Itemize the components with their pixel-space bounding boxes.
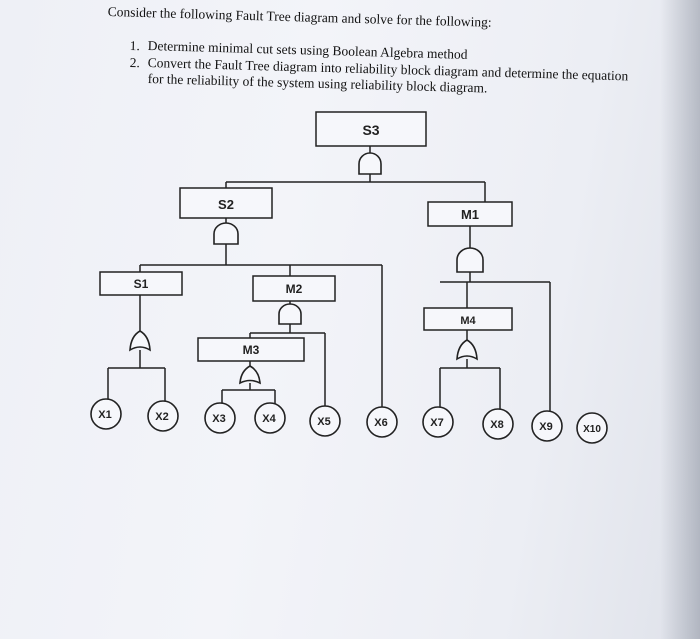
paper-shadow [660,0,700,639]
basic-event-x5-label: X5 [317,416,330,428]
node-s2: S2 [179,187,273,219]
node-m1: M1 [427,201,513,227]
node-m2-label: M2 [286,282,303,296]
gate-s1-or-icon [129,330,151,352]
basic-event-x9: X9 [531,410,563,442]
basic-event-x7-label: X7 [430,417,443,429]
basic-event-x4-label: X4 [262,413,276,425]
basic-event-x8: X8 [482,408,514,440]
node-s3-label: S3 [362,122,379,138]
gate-m1-and-icon [456,247,484,273]
basic-event-x1-label: X1 [98,409,111,421]
node-m4-label: M4 [460,315,476,327]
basic-event-x8-label: X8 [490,419,503,431]
node-s3: S3 [315,111,427,147]
basic-event-x2: X2 [147,400,179,432]
gate-m2-and-icon [278,303,302,325]
basic-event-x10-label: X10 [583,424,601,435]
node-m3: M3 [197,337,305,362]
basic-event-x6-label: X6 [374,417,387,429]
node-m2: M2 [252,275,336,302]
basic-event-x9-label: X9 [539,421,552,433]
node-m3-label: M3 [243,343,260,357]
basic-event-x7: X7 [422,406,454,438]
node-m4: M4 [423,307,513,331]
basic-event-x10: X10 [576,412,608,444]
basic-event-x4: X4 [254,402,286,434]
gate-m3-or-icon [239,365,261,385]
basic-event-x1: X1 [90,398,122,430]
basic-event-x3: X3 [204,402,236,434]
node-m1-label: M1 [461,207,479,222]
basic-event-x3-label: X3 [212,413,225,425]
node-s2-label: S2 [218,197,234,212]
basic-event-x5: X5 [309,405,341,437]
node-s1-label: S1 [134,277,149,291]
basic-event-x2-label: X2 [155,411,168,423]
node-s1: S1 [99,271,183,296]
gate-m4-or-icon [456,339,478,361]
gate-s3-and-icon [358,152,382,175]
basic-event-x6: X6 [366,406,398,438]
gate-s2-and-icon [213,222,239,245]
